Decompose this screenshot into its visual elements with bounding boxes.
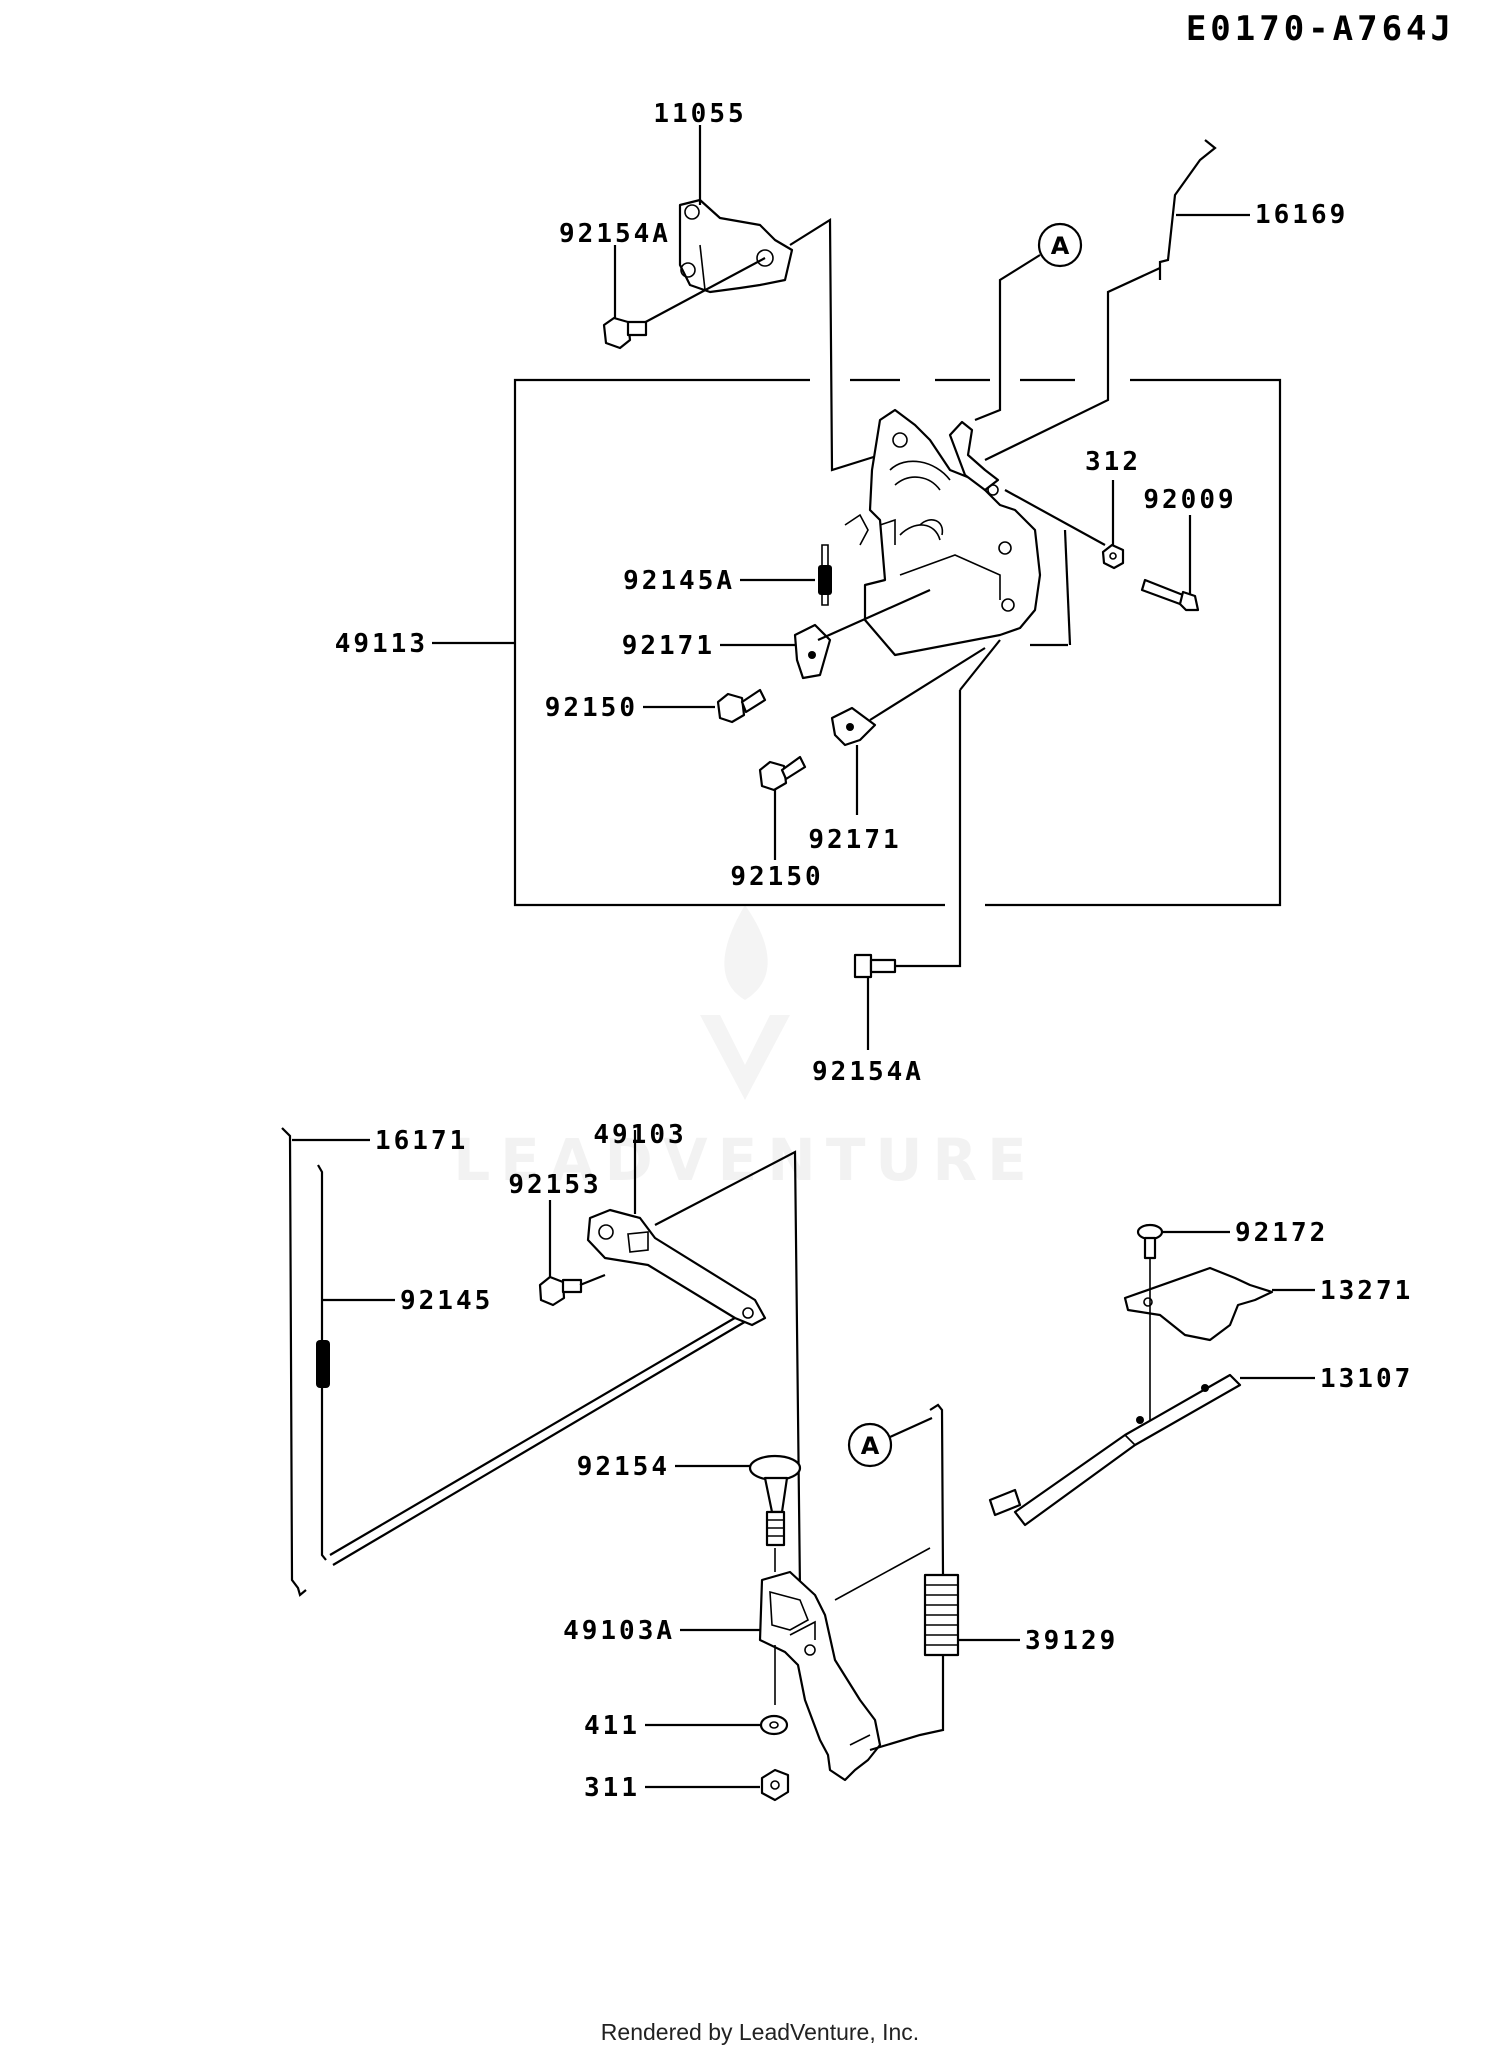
rod-16171: [281, 1127, 307, 1597]
bolt-92154A-top: [602, 316, 648, 350]
label-92154A-top: 92154A: [559, 219, 671, 249]
guide-49103: [654, 1150, 802, 1591]
watermark-text: LEADVENTURE: [453, 1126, 1037, 1194]
label-11055: 11055: [653, 99, 746, 129]
nut-312: [1101, 543, 1125, 570]
label-312: 312: [1085, 447, 1141, 477]
rod-16169: [984, 139, 1217, 461]
label-16169: 16169: [1255, 200, 1348, 230]
label-49113: 49113: [335, 629, 428, 659]
label-49103: 49103: [593, 1120, 686, 1150]
label-411: 411: [584, 1711, 640, 1741]
label-92145A: 92145A: [623, 566, 735, 596]
rod-92145: [316, 1164, 749, 1566]
bolt-92154: [748, 1454, 802, 1547]
plate-11055: [678, 198, 794, 294]
label-92171-a: 92171: [622, 631, 715, 661]
spring-39129: [869, 1403, 960, 1752]
label-16171: 16171: [375, 1126, 468, 1156]
nut-311: [760, 1768, 790, 1802]
label-92172: 92172: [1235, 1218, 1328, 1248]
label-92154A-bottom: 92154A: [812, 1057, 924, 1087]
label-92154: 92154: [577, 1452, 670, 1482]
svg-text:A: A: [1051, 232, 1070, 260]
guide-92153: [579, 1273, 606, 1287]
lever-49103A: [758, 1570, 882, 1782]
guide-plate-frame: [789, 218, 881, 472]
guide-bolt-plate: [639, 257, 766, 326]
guide-92154A-bottom: [895, 690, 962, 968]
label-92150-a: 92150: [545, 693, 638, 723]
arm-49103: [586, 1208, 767, 1327]
guide-92171-b: [869, 647, 986, 721]
label-13107: 13107: [1320, 1364, 1413, 1394]
guide-312: [1004, 489, 1106, 546]
guide-92154A-frame: [959, 639, 1001, 691]
label-92009: 92009: [1143, 485, 1236, 515]
footer-credit: Rendered by LeadVenture, Inc.: [601, 2019, 919, 2045]
label-39129: 39129: [1025, 1626, 1118, 1656]
guide-frame-right: [1063, 529, 1072, 646]
label-311: 311: [584, 1773, 640, 1803]
guide-92171-a: [817, 588, 931, 642]
label-92145: 92145: [400, 1286, 493, 1316]
label-92150-b: 92150: [730, 862, 823, 892]
clip-92171-b: [830, 706, 877, 747]
label-92171-b: 92171: [808, 825, 901, 855]
spring-92145A: [818, 544, 832, 606]
bolt-92150-a: [716, 688, 767, 724]
svg-text:A: A: [861, 1432, 880, 1460]
control-frame: [844, 408, 1042, 657]
watermark-logo: LEADVENTURE: [453, 905, 1037, 1194]
callout-a-bottom: A: [847, 1416, 933, 1468]
screw-92172: [1136, 1223, 1164, 1260]
clip-92171-a: [793, 623, 832, 680]
diagram-code: E0170-A764J: [1186, 9, 1455, 49]
label-49103A: 49103A: [563, 1616, 675, 1646]
bolt-92154A-bottom: [853, 953, 897, 979]
label-13271: 13271: [1320, 1276, 1413, 1306]
bolt-92009: [1140, 578, 1200, 612]
bolt-92150-b: [758, 755, 807, 792]
washer-411: [759, 1714, 789, 1736]
callout-a-top: A: [974, 222, 1083, 422]
shaft-13107: [988, 1373, 1242, 1527]
label-92153: 92153: [508, 1170, 601, 1200]
bolt-92153: [538, 1275, 583, 1307]
plate-13271: [1123, 1266, 1274, 1342]
guide-spring-lever: [834, 1547, 931, 1601]
